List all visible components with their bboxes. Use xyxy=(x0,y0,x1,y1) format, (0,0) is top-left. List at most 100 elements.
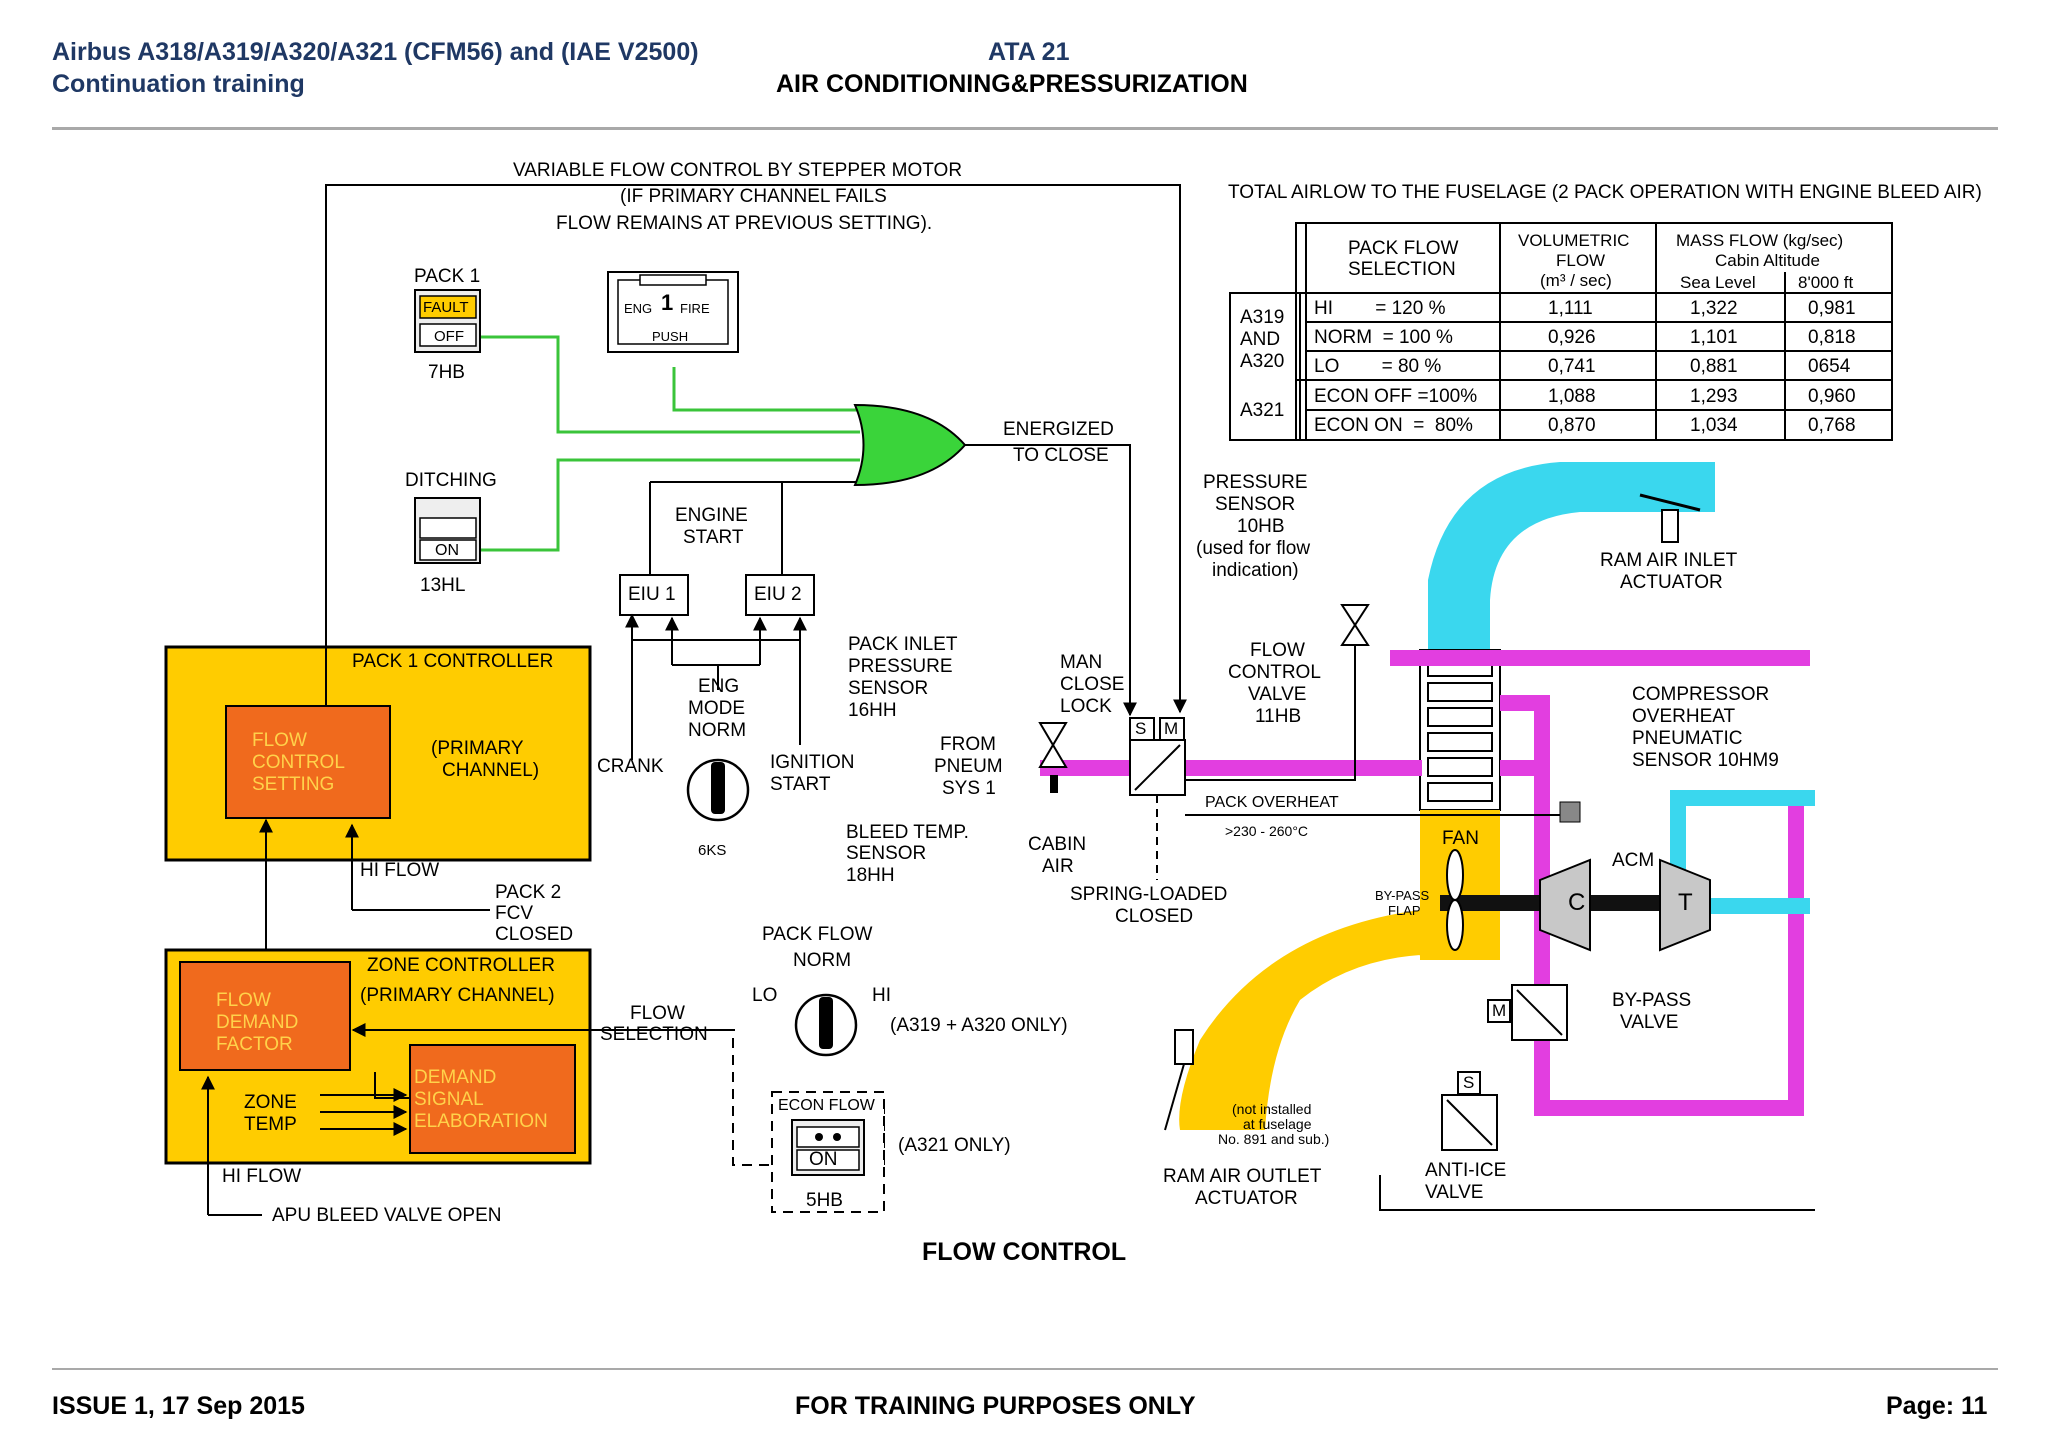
table-col-8000: 8'000 ft xyxy=(1798,273,1854,292)
econ-flow-on: ON xyxy=(809,1149,838,1170)
table-row-sea: 1,322 xyxy=(1690,298,1738,319)
bleed-temp-3: 18HH xyxy=(846,865,895,886)
econ-flow-ref: 5HB xyxy=(806,1190,843,1211)
footer-divider xyxy=(52,1368,1998,1370)
table-row-sea: 1,293 xyxy=(1690,386,1738,407)
footer-purpose: FOR TRAINING PURPOSES ONLY xyxy=(795,1392,1196,1420)
flow-control-setting-box xyxy=(225,705,391,819)
table-row-vol: 0,926 xyxy=(1548,327,1596,348)
anti-ice-2: VALVE xyxy=(1425,1182,1484,1203)
pack-inlet-3: SENSOR xyxy=(848,678,929,699)
pack-inlet-4: 16HH xyxy=(848,700,897,721)
table-col-mass-2: Cabin Altitude xyxy=(1715,251,1820,270)
engine-start-label-2: START xyxy=(683,527,744,548)
acm-compressor xyxy=(1539,858,1591,952)
eng-mode-ignition: IGNITION xyxy=(770,752,855,773)
flow-selection-2: SELECTION xyxy=(600,1024,708,1045)
fcs-label-1: FLOW xyxy=(252,730,307,751)
bypass-valve-1: BY-PASS xyxy=(1612,990,1692,1011)
footer-page: Page: 11 xyxy=(1886,1392,1988,1420)
fdf-label-2: DEMAND xyxy=(216,1012,299,1033)
table-row-vol: 1,088 xyxy=(1548,386,1596,407)
zone-temp-1: ZONE xyxy=(244,1092,297,1113)
ram-outlet-2: ACTUATOR xyxy=(1195,1188,1298,1209)
not-installed-1: (not installed xyxy=(1232,1101,1312,1117)
airflow-table xyxy=(1229,222,1893,441)
bypass-valve-2: VALVE xyxy=(1620,1012,1679,1033)
demand-signal-box xyxy=(409,1044,576,1154)
table-row-alt: 0654 xyxy=(1808,356,1851,377)
pack1-primary-2: CHANNEL) xyxy=(442,760,540,781)
dse-label-1: DEMAND xyxy=(414,1067,497,1088)
man-close-1: MAN xyxy=(1060,652,1103,673)
from-pneum-1: FROM xyxy=(940,734,996,755)
pressure-sensor-1: PRESSURE xyxy=(1203,472,1308,493)
table-col-vol-2: FLOW xyxy=(1556,251,1606,270)
comp-sensor-1: COMPRESSOR xyxy=(1632,684,1770,705)
fcv-m-label: M xyxy=(1164,719,1179,738)
bypass-m-label: M xyxy=(1492,1001,1507,1020)
eng-mode-norm: NORM xyxy=(688,720,747,741)
table-row-alt: 0,960 xyxy=(1808,386,1856,407)
ditching-title: DITCHING xyxy=(405,470,497,491)
dse-label-2: SIGNAL xyxy=(414,1089,484,1110)
apu-bleed-label: APU BLEED VALVE OPEN xyxy=(272,1205,502,1226)
or-gate xyxy=(853,403,967,487)
pack-inlet-1: PACK INLET xyxy=(848,634,958,655)
pack-flow-note: (A319 + A320 ONLY) xyxy=(890,1015,1068,1036)
eng-mode-ref: 6KS xyxy=(698,842,727,859)
energized-label: ENERGIZED xyxy=(1003,419,1114,440)
man-close-3: LOCK xyxy=(1060,696,1112,717)
airflow-table-title: TOTAL AIRLOW TO THE FUSELAGE (2 PACK OPE… xyxy=(1228,182,1982,203)
fcv-label-3: VALVE xyxy=(1248,684,1307,705)
zone-temp-2: TEMP xyxy=(244,1114,297,1135)
table-row-vol: 0,870 xyxy=(1548,415,1596,436)
turbine-t-label: T xyxy=(1678,889,1693,916)
pack-inlet-2: PRESSURE xyxy=(848,656,953,677)
fcv-s-label: S xyxy=(1135,719,1147,738)
bypass-flap-2: FLAP xyxy=(1388,903,1421,918)
pack1-off-light: OFF xyxy=(434,328,464,345)
flow-demand-factor-box xyxy=(179,961,351,1071)
ditching-on-light: ON xyxy=(435,542,459,559)
eiu2-label: EIU 2 xyxy=(754,584,802,605)
pack-flow-hi: HI xyxy=(872,985,891,1006)
pack2-fcv-3: CLOSED xyxy=(495,924,574,945)
not-installed-2: at fuselage xyxy=(1243,1116,1312,1132)
table-col-vol-1: VOLUMETRIC xyxy=(1518,231,1630,250)
table-col-sea: Sea Level xyxy=(1680,273,1756,292)
fcs-label-2: CONTROL xyxy=(252,752,345,773)
fcv-label-1: FLOW xyxy=(1250,640,1305,661)
table-row-sel: LO = 80 % xyxy=(1314,356,1442,377)
dse-label-3: ELABORATION xyxy=(414,1111,548,1132)
zone-primary-label: (PRIMARY CHANNEL) xyxy=(360,985,555,1006)
comp-sensor-4: SENSOR 10HM9 xyxy=(1632,750,1779,771)
fcs-label-3: SETTING xyxy=(252,774,335,795)
bleed-temp-2: SENSOR xyxy=(846,843,927,864)
anti-ice-s-label: S xyxy=(1463,1073,1475,1092)
footer-issue: ISSUE 1, 17 Sep 2015 xyxy=(52,1392,305,1420)
variable-flow-label-2: (IF PRIMARY CHANNEL FAILS xyxy=(620,186,887,207)
table-row-sel: ECON OFF =100% xyxy=(1314,386,1478,407)
man-close-2: CLOSE xyxy=(1060,674,1125,695)
from-pneum-3: SYS 1 xyxy=(942,778,996,799)
fire-push-label: PUSH xyxy=(652,329,689,344)
hi-flow-label-2: HI FLOW xyxy=(222,1166,302,1187)
fire-num-label: 1 xyxy=(661,290,674,315)
ata-title: AIR CONDITIONING&PRESSURIZATION xyxy=(776,70,1248,98)
pack1-controller-title: PACK 1 CONTROLLER xyxy=(352,651,554,672)
pack-flow-norm: NORM xyxy=(793,950,852,971)
document-subtitle: Continuation training xyxy=(52,70,305,98)
pack-overheat-1: PACK OVERHEAT xyxy=(1205,794,1339,811)
table-group1-b: AND xyxy=(1240,329,1281,350)
engine-start-label: ENGINE xyxy=(675,505,748,526)
fdf-label-1: FLOW xyxy=(216,990,271,1011)
pack1-title: PACK 1 xyxy=(414,266,481,287)
cabin-air-1: CABIN xyxy=(1028,834,1087,855)
pressure-sensor-4: (used for flow xyxy=(1196,538,1311,559)
zone-controller-title: ZONE CONTROLLER xyxy=(367,955,555,976)
comp-sensor-2: OVERHEAT xyxy=(1632,706,1736,727)
pack2-fcv-2: FCV xyxy=(495,903,533,924)
pack-overheat-2: >230 - 260°C xyxy=(1225,823,1309,839)
